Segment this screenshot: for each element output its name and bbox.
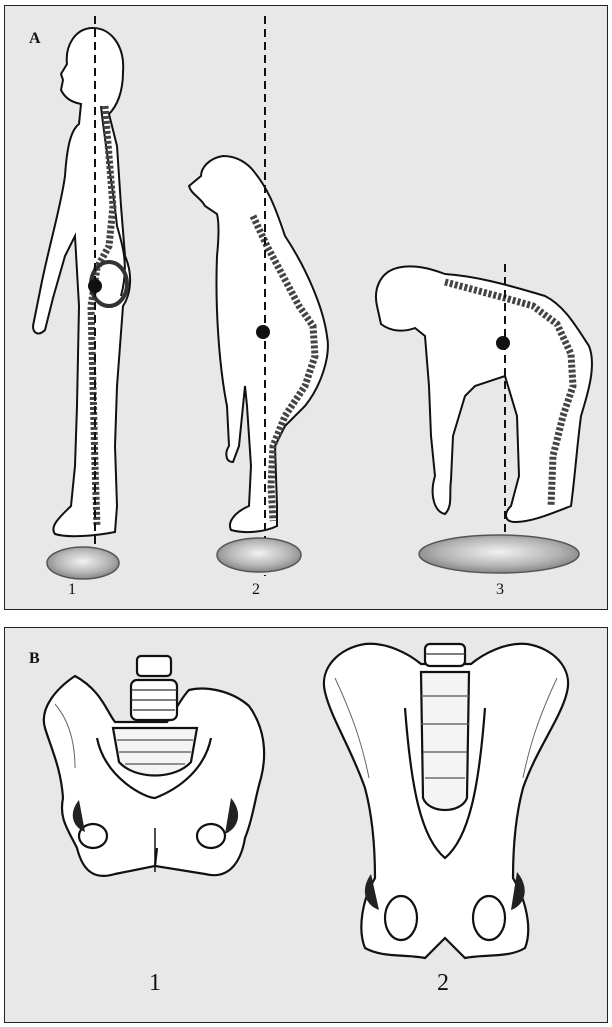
center-of-gravity-dot-3	[496, 336, 510, 350]
figure-label-3: 3	[496, 581, 504, 599]
pelvis-label-1: 1	[149, 970, 161, 997]
figure-label-1: 1	[68, 581, 76, 599]
center-of-gravity-dot-2	[256, 325, 270, 339]
pelvis-chimpanzee	[324, 644, 568, 958]
footprint-2	[217, 538, 301, 572]
footprint-1	[47, 547, 119, 579]
pelvis-human	[44, 656, 264, 876]
human-figure	[33, 28, 130, 536]
pelvis-label-2: 2	[437, 970, 449, 997]
panel-b-illustration	[5, 628, 609, 1024]
chimpanzee-figure	[376, 266, 592, 522]
panel-a: A	[4, 5, 608, 610]
figure-label-2: 2	[252, 581, 260, 599]
hominid-figure	[189, 156, 328, 532]
panel-b: B	[4, 627, 608, 1023]
footprint-3	[419, 535, 579, 573]
panel-a-illustration	[5, 6, 609, 611]
